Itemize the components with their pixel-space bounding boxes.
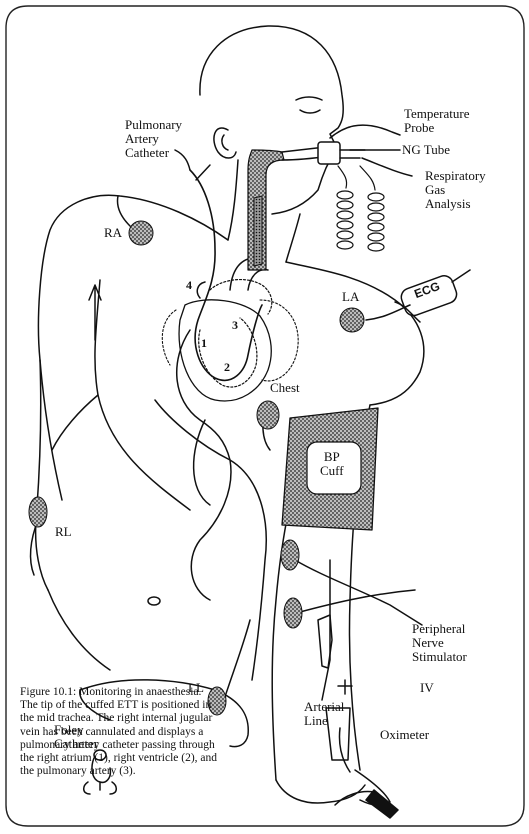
label-arterial-line: Arterial Line (304, 700, 344, 728)
ecg-wire-ra (118, 196, 131, 226)
electrode-rl (29, 497, 47, 527)
marker-4: 4 (186, 278, 192, 293)
label-ra: RA (104, 226, 122, 240)
airway-connector (318, 142, 340, 164)
nerve-stimulator-lead (295, 560, 422, 625)
patient-ear (214, 128, 236, 158)
trachea (248, 150, 284, 270)
temperature-probe-wire (330, 125, 400, 138)
label-temperature-probe: Temperature Probe (404, 107, 470, 135)
marker-3-pulmonary-artery: 3 (232, 318, 238, 333)
oximeter-probe (366, 790, 398, 818)
patient-head (200, 26, 343, 214)
patient-eye (300, 110, 320, 113)
label-la: LA (342, 290, 359, 304)
electrode-stim-1 (281, 540, 299, 570)
breathing-circuit (337, 166, 384, 251)
label-bp-cuff: BP Cuff (320, 450, 344, 478)
electrode-la (340, 308, 364, 332)
endotracheal-tube (254, 196, 262, 266)
label-respiratory-gas-analysis: Respiratory Gas Analysis (425, 169, 486, 211)
marker-1-right-atrium: 1 (201, 336, 207, 351)
label-rl: RL (55, 525, 72, 539)
electrode-chest (257, 401, 279, 429)
label-peripheral-nerve-stimulator: Peripheral Nerve Stimulator (412, 622, 467, 664)
figure-caption: Figure 10.1: Monitoring in anaesthesia. … (20, 686, 282, 778)
marker-2-right-ventricle: 2 (224, 360, 230, 375)
label-ng-tube: NG Tube (402, 143, 450, 157)
patient-abdomen (155, 400, 266, 680)
patient-hand (276, 780, 365, 803)
ecg-cable (452, 270, 470, 282)
patient-right-arm (36, 360, 48, 590)
label-oximeter: Oximeter (380, 728, 429, 742)
lung-outline (260, 300, 298, 381)
gas-sampling-line (362, 158, 412, 176)
label-iv: IV (420, 681, 434, 695)
electrode-stim-2 (284, 598, 302, 628)
label-chest: Chest (270, 381, 300, 395)
arterial-line (338, 680, 352, 694)
electrode-ra (129, 221, 153, 245)
label-pulmonary-artery-catheter: Pulmonary Artery Catheter (125, 118, 182, 160)
iv-line (300, 590, 415, 612)
patient-navel (148, 597, 160, 605)
arm-drape (177, 330, 231, 600)
